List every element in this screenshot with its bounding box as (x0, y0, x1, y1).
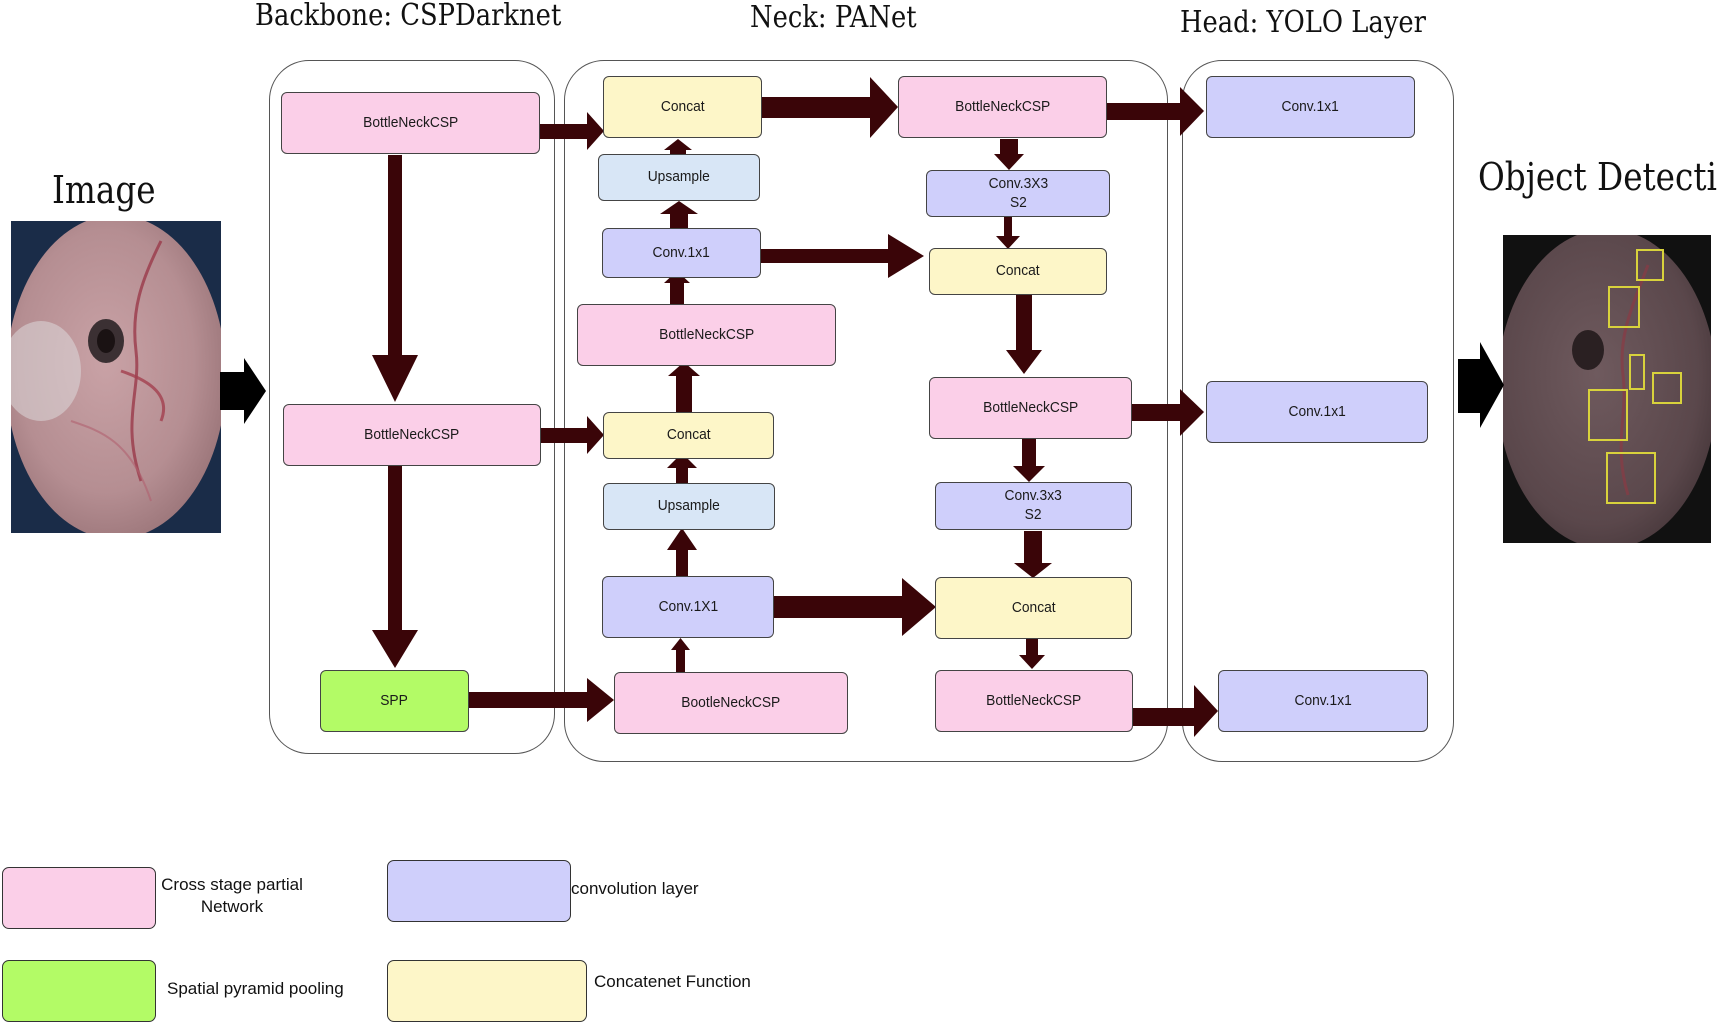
head-conv1x1-mid: Conv.1x1 (1206, 381, 1428, 443)
legend-concat-swatch (387, 960, 587, 1022)
legend-csp-swatch (2, 867, 156, 929)
arrow-bottleneck-mid-to-conv3x3-low (1013, 438, 1045, 482)
arrow-concat-top-to-bottleneck-mid (1006, 295, 1042, 374)
legend-conv-swatch (387, 860, 571, 922)
neck-conv3x3-s2-top: Conv.3X3 S2 (926, 170, 1110, 217)
neck-concat-right-top: Concat (929, 248, 1107, 295)
head-conv1x1-top: Conv.1x1 (1206, 76, 1415, 138)
neck-heading: Neck: PANet (750, 0, 917, 35)
neck-concat-top: Concat (603, 76, 762, 138)
arrow-conv3x3-low-to-concat-low (1014, 531, 1052, 578)
arrow-to-head-bottom (1133, 685, 1218, 737)
neck-bottleneck-csp-right-top: BottleNeckCSP (898, 76, 1107, 138)
arrow-conv-to-upsample-top (660, 201, 698, 228)
head-conv1x1-bottom: Conv.1x1 (1218, 670, 1428, 732)
backbone-bottleneck-csp-1: BottleNeckCSP (281, 92, 540, 154)
detection-box (1588, 389, 1628, 441)
input-arrow (220, 358, 266, 424)
arrow-conv-low-to-upsample (667, 528, 697, 576)
backbone-group (269, 60, 555, 754)
neck-concat-mid: Concat (603, 412, 774, 459)
detection-box (1608, 286, 1640, 328)
neck-bottleneck-csp-mid: BottleNeckCSP (577, 304, 836, 366)
neck-upsample-top: Upsample (598, 154, 760, 201)
arrow-spp-to-neck (469, 678, 614, 722)
neck-bottleneck-csp-right-mid: BottleNeckCSP (929, 377, 1132, 439)
detection-box (1606, 452, 1656, 504)
arrow-bottleneck-to-conv-low (671, 638, 690, 672)
input-endoscopy-image (11, 221, 221, 533)
detection-box (1652, 372, 1682, 404)
neck-conv3x3-s2-low: Conv.3x3 S2 (935, 482, 1132, 530)
output-detection-image (1503, 235, 1711, 543)
neck-concat-right-low: Concat (935, 577, 1132, 639)
neck-conv1x1-top: Conv.1x1 (602, 228, 761, 278)
legend-spp-label: Spatial pyramid pooling (167, 979, 344, 998)
arrow-upsample-to-concat-top (664, 139, 692, 154)
arrow-bb2-to-spp (372, 466, 418, 668)
arrow-upsample-to-concat-mid (667, 453, 697, 483)
backbone-heading: Backbone: CSPDarknet (255, 0, 562, 33)
arrow-bottleneck-to-conv3x3-top (994, 139, 1024, 170)
neck-upsample-low: Upsample (603, 483, 775, 530)
legend-concat-label: Concatenet Function (594, 972, 751, 991)
arrow-bb2-to-concat (541, 416, 604, 454)
neck-bottleneck-csp-right-bottom: BottleNeckCSP (935, 670, 1133, 732)
backbone-bottleneck-csp-2: BottleNeckCSP (283, 404, 541, 466)
backbone-spp: SPP (320, 670, 469, 732)
arrow-concat-top-to-bottleneck (761, 77, 898, 138)
arrow-to-head-mid (1132, 389, 1204, 436)
head-heading: Head: YOLO Layer (1180, 5, 1426, 40)
arrow-conv-low-to-concat (774, 578, 936, 636)
arrow-concat-low-to-bottleneck-bottom (1019, 639, 1045, 669)
detection-boxes (1588, 249, 1682, 504)
arrow-conv-top-to-concat (761, 234, 924, 278)
arrow-bb1-to-bb2 (372, 155, 418, 402)
arrow-conv3x3-to-concat-top (996, 216, 1020, 249)
detection-box (1629, 354, 1645, 390)
neck-conv1x1-low: Conv.1X1 (602, 576, 774, 638)
arrow-bottleneck-to-conv-top (664, 271, 690, 304)
image-heading: Image (52, 168, 156, 212)
object-detection-heading: Object Detection (1478, 155, 1717, 199)
arrow-to-head-top (1107, 87, 1204, 136)
detection-box (1636, 249, 1664, 281)
legend-conv-label: convolution layer (571, 879, 699, 898)
legend-spp-swatch (2, 960, 156, 1022)
arrow-bb1-to-concat (539, 112, 604, 150)
output-arrow (1458, 342, 1504, 428)
arrow-concat-to-bottleneck-mid (668, 362, 700, 412)
legend-csp-label: Cross stage partial Network (161, 875, 303, 917)
neck-bottleneck-csp-bottom: BootleNeckCSP (614, 672, 848, 734)
